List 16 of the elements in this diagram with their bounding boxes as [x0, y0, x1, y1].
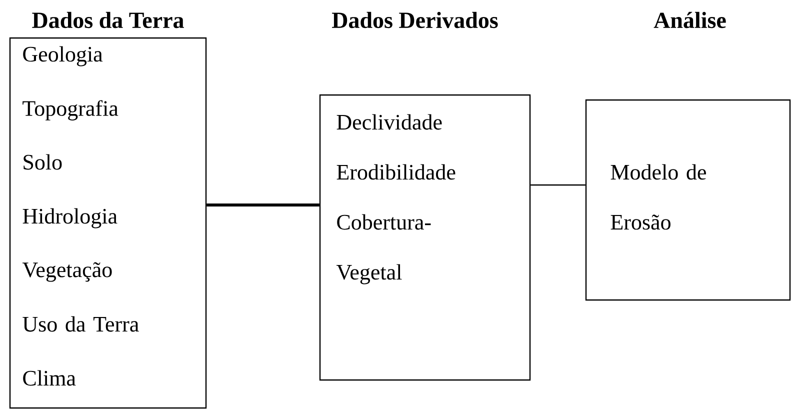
item-text: Cobertura- Vegetal: [336, 214, 431, 284]
column-heading: Dados Derivados: [332, 12, 498, 28]
item-text: Uso da Terra: [22, 316, 139, 332]
item-text: Geologia: [23, 46, 103, 66]
item-text: Hidrologia: [22, 208, 118, 228]
item-text: Erodibilidade: [336, 164, 456, 180]
connector-line: [206, 204, 320, 206]
column-heading: Análise: [654, 12, 726, 28]
item-text: Solo: [24, 154, 62, 170]
connector-line: [530, 184, 586, 186]
item-text: Vegetação: [22, 262, 112, 282]
item-text: Modelo de Erosão: [610, 164, 706, 230]
item-text: Topografia: [22, 100, 118, 120]
column-heading: Dados da Terra: [32, 12, 184, 28]
item-text: Declividade: [336, 114, 442, 130]
item-text: Clima: [23, 370, 76, 386]
